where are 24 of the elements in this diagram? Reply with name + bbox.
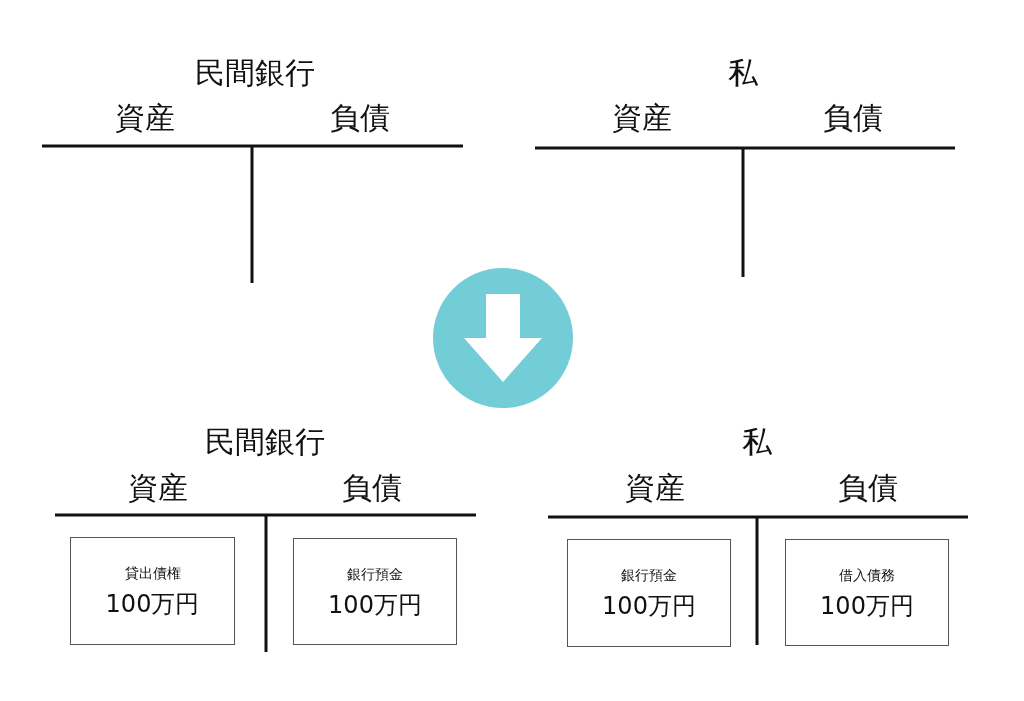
entry-box bbox=[567, 539, 731, 647]
column-heading: 負債 bbox=[838, 470, 898, 506]
column-heading: 負債 bbox=[330, 100, 390, 136]
account-title: 私 bbox=[742, 424, 772, 460]
column-heading: 資産 bbox=[612, 100, 672, 136]
account-title: 民間銀行 bbox=[195, 55, 315, 91]
entry-name: 貸出債権 bbox=[124, 564, 181, 583]
entry-box bbox=[293, 538, 457, 645]
entry-amount: 100万円 bbox=[602, 591, 696, 621]
entry-amount: 100万円 bbox=[105, 589, 200, 619]
entry-amount: 100万円 bbox=[328, 589, 422, 620]
entry-name: 借入債務 bbox=[839, 565, 895, 585]
entry-box bbox=[785, 539, 949, 646]
entry-name: 銀行預金 bbox=[347, 564, 403, 584]
column-heading: 負債 bbox=[823, 100, 883, 136]
entry-box bbox=[70, 537, 235, 645]
column-heading: 資産 bbox=[625, 470, 685, 506]
entry-amount: 100万円 bbox=[820, 590, 914, 621]
column-heading: 資産 bbox=[128, 470, 188, 506]
entry-name: 銀行預金 bbox=[621, 566, 677, 585]
column-heading: 負債 bbox=[342, 470, 402, 506]
account-title: 私 bbox=[728, 55, 758, 91]
column-heading: 資産 bbox=[115, 100, 175, 136]
account-title: 民間銀行 bbox=[205, 424, 325, 460]
